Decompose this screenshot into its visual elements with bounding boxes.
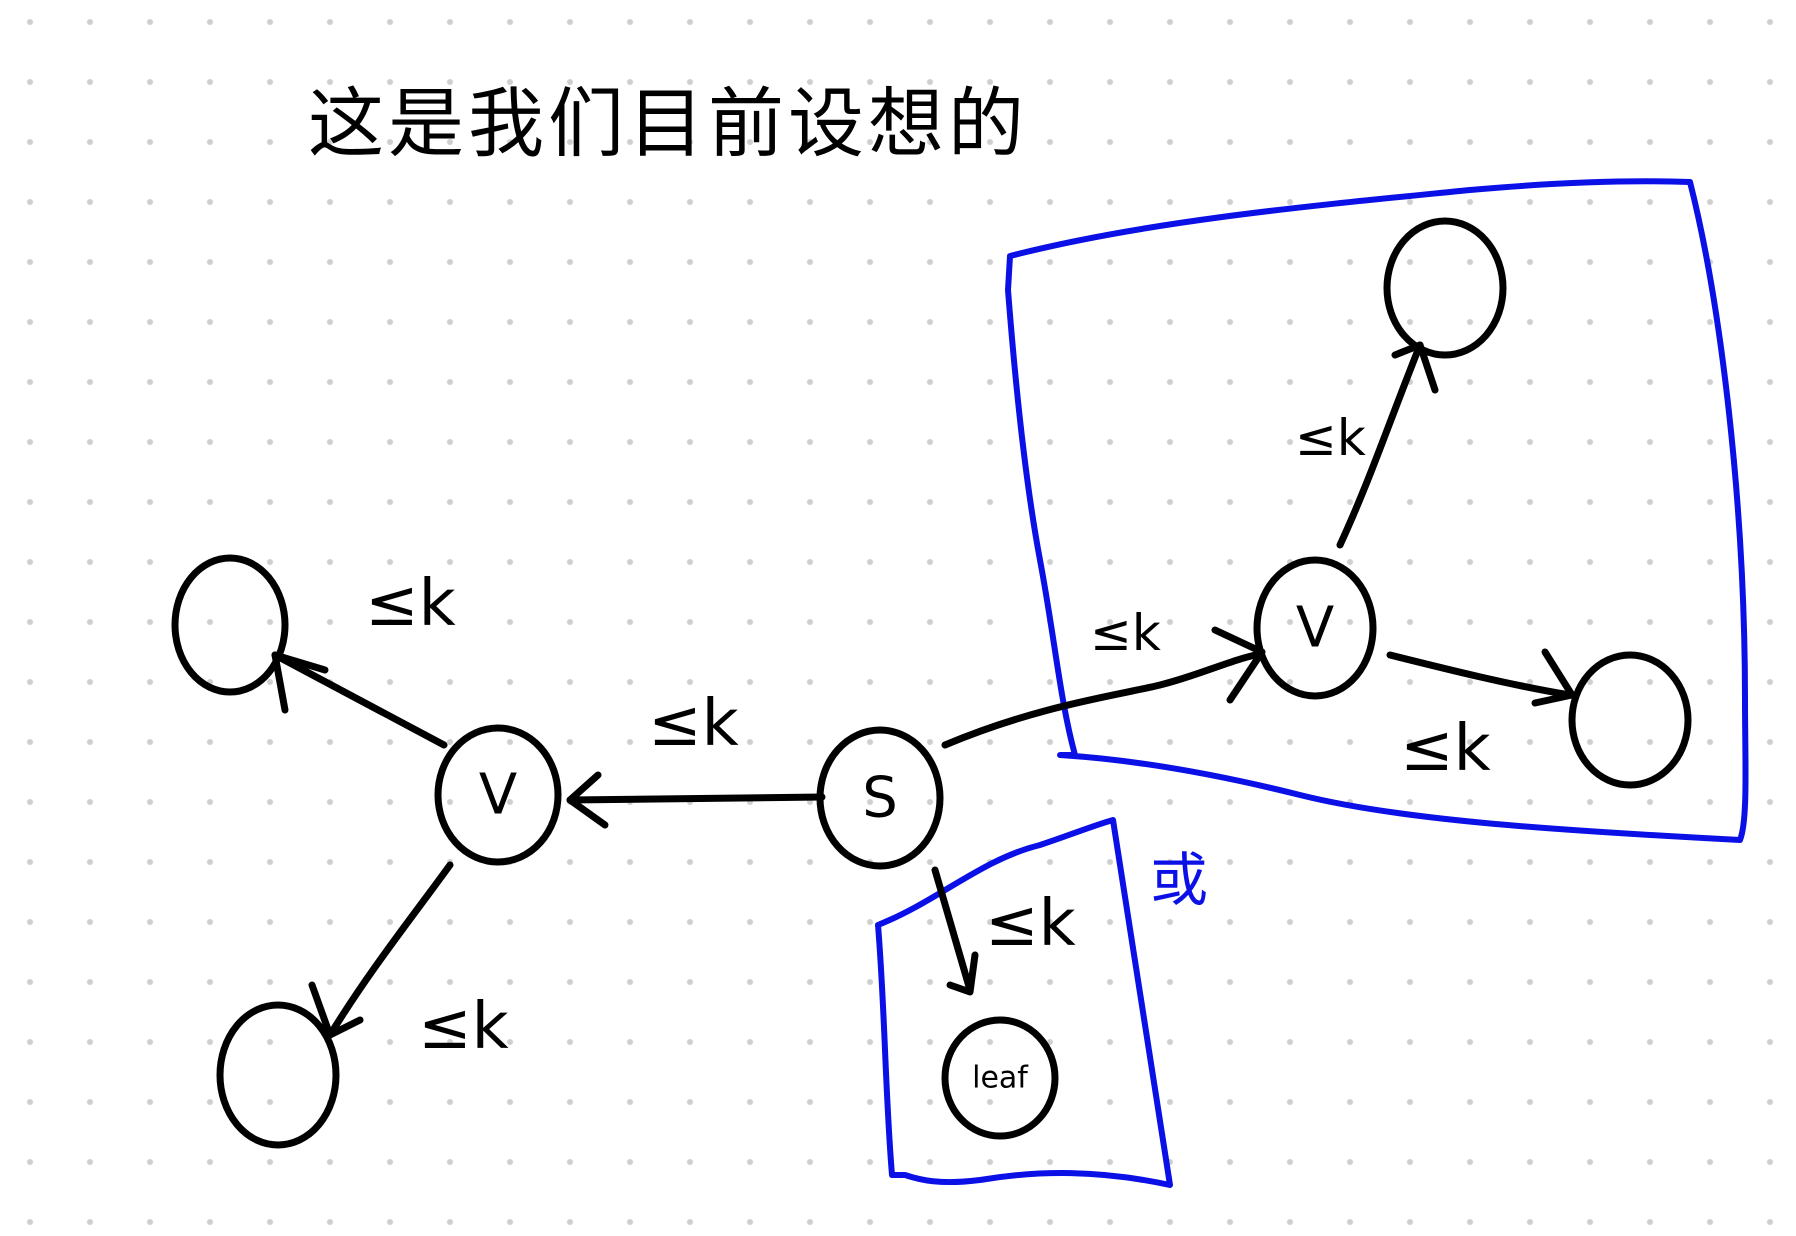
- edge-label-top-left: ≤k: [365, 567, 456, 641]
- edge-label-bottom-right: ≤k: [1400, 712, 1491, 786]
- edge-left-v-to-bottom-left: [326, 861, 454, 1039]
- edge-label-bottom-left: ≤k: [418, 990, 509, 1064]
- edge-right-v-to-bottom-right: [1386, 651, 1574, 699]
- edge-s-to-left-v: [566, 793, 826, 804]
- edge-right-v-to-top-right: [1336, 341, 1424, 549]
- node-top-left: [171, 554, 289, 696]
- node-left-v: [434, 724, 562, 866]
- node-bottom-left: [216, 1001, 340, 1149]
- arrowhead-bottom-right: [1531, 648, 1576, 707]
- arrowhead-leaf: [946, 951, 979, 996]
- edge-label-top-right: ≤k: [1295, 409, 1366, 467]
- node-source-label: S: [862, 766, 898, 831]
- node-leaf-label: leaf: [972, 1061, 1029, 1096]
- node-right-v: [1253, 556, 1377, 700]
- node-right-v-label: V: [1296, 596, 1334, 661]
- edge-left-v-to-top-left: [271, 651, 448, 749]
- node-leaf: [941, 1016, 1059, 1140]
- edge-label-leaf: ≤k: [985, 887, 1076, 961]
- arrowhead-top-left: [271, 651, 329, 714]
- node-left-v-label: V: [479, 763, 517, 828]
- node-source: [816, 726, 944, 870]
- arrowhead-left-v: [566, 771, 609, 829]
- leaf-box: [875, 817, 1173, 1188]
- node-top-right: [1383, 217, 1507, 359]
- edge-s-to-leaf: [931, 866, 974, 994]
- node-bottom-right: [1568, 651, 1692, 789]
- or-label: 或: [1150, 846, 1208, 914]
- edge-s-to-right-v: [941, 650, 1264, 749]
- edge-label-s-left: ≤k: [648, 687, 739, 761]
- diagram-title: 这是我们目前设想的: [308, 79, 1028, 168]
- right-subtree-box: [1005, 178, 1749, 843]
- arrowhead-bottom-left: [308, 981, 364, 1039]
- edge-label-s-right: ≤k: [1090, 604, 1161, 662]
